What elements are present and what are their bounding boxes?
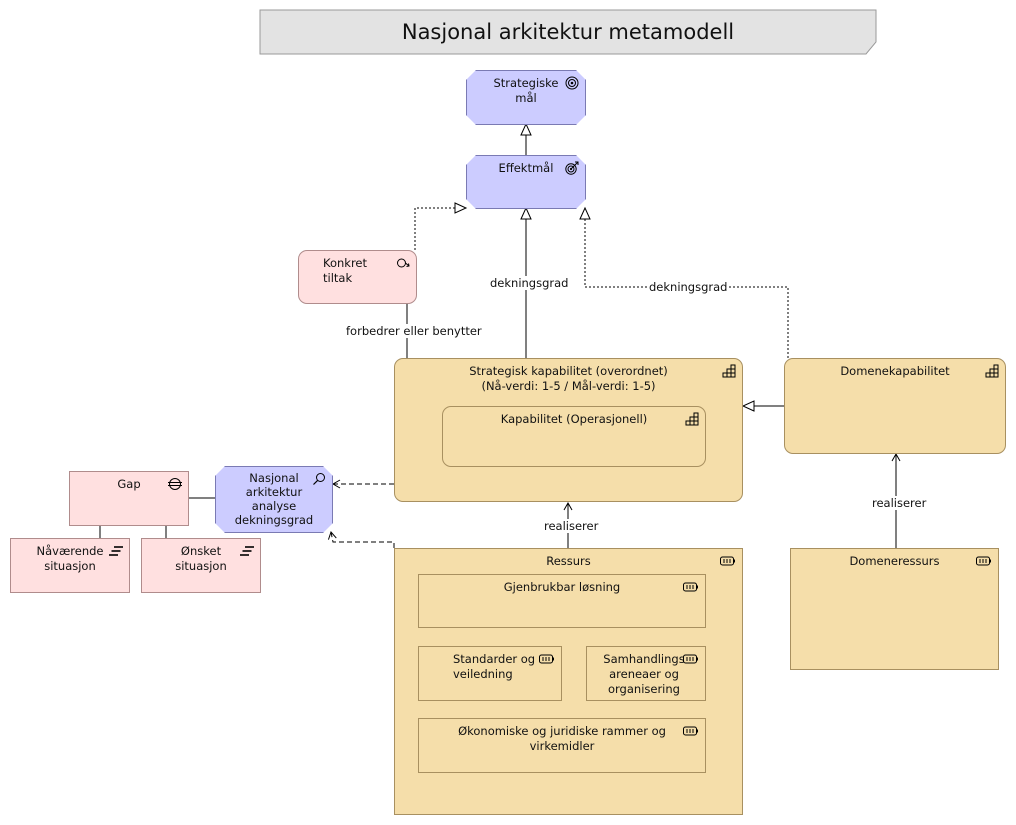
node-domeneressurs[interactable]: Domeneressurs — [790, 548, 999, 670]
course-of-action-icon — [396, 256, 410, 270]
magnifier-icon — [312, 472, 326, 486]
resource-icon — [539, 652, 555, 666]
node-nasjonal-analyse[interactable]: Nasjonal arkitektur analyse dekningsgrad — [215, 466, 333, 533]
node-label: Ønsket situasjon — [175, 544, 227, 573]
capability-icon — [985, 364, 999, 378]
node-label: Domeneressurs — [849, 554, 940, 568]
node-label: Gap — [117, 477, 141, 491]
node-naavaerende-situasjon[interactable]: Nåværende situasjon — [10, 538, 130, 593]
node-label: Nåværende situasjon — [36, 544, 104, 573]
capability-icon — [685, 412, 699, 426]
node-oensket-situasjon[interactable]: Ønsket situasjon — [141, 538, 261, 593]
node-domenekapabilitet[interactable]: Domenekapabilitet — [784, 358, 1006, 454]
resource-icon — [976, 554, 992, 568]
edge-tiltak-to-effekt — [414, 202, 468, 250]
node-label: Samhandlings areneaer og organisering — [603, 652, 685, 696]
page-title: Nasjonal arkitektur metamodell — [401, 20, 735, 44]
target-icon — [565, 76, 579, 90]
node-label: Effektmål — [498, 161, 554, 175]
node-label: Konkret tiltak — [323, 256, 368, 285]
capability-icon — [722, 364, 736, 378]
plateau-icon — [109, 544, 123, 558]
node-label: Økonomiske og juridiske rammer og virkem… — [458, 724, 666, 753]
resource-icon — [720, 554, 736, 568]
node-label: Domenekapabilitet — [840, 364, 950, 378]
resource-icon — [683, 580, 699, 594]
node-label: Ressurs — [546, 554, 591, 568]
node-standarder-veiledning[interactable]: Standarder og veiledning — [418, 646, 562, 701]
edge-ressurs-to-analyse — [327, 531, 395, 548]
node-okonomiske-juridiske[interactable]: Økonomiske og juridiske rammer og virkem… — [418, 718, 706, 773]
edge-label-dekningsgrad: dekningsgrad — [647, 280, 730, 294]
node-label: Strategisk kapabilitet (overordnet) (Nå-… — [469, 364, 668, 393]
node-label: Kapabilitet (Operasjonell) — [500, 412, 648, 426]
node-label: Standarder og veiledning — [453, 652, 536, 681]
node-label: Gjenbrukbar løsning — [503, 580, 621, 594]
plateau-icon — [240, 544, 254, 558]
gap-icon — [168, 477, 182, 491]
node-gjenbrukbar-losning[interactable]: Gjenbrukbar løsning — [418, 574, 706, 628]
edge-label-forbedrer-eller-benytter: forbedrer eller benytter — [344, 324, 484, 338]
resource-icon — [683, 724, 699, 738]
node-label: Strategiske mål — [493, 76, 559, 105]
outcome-target-icon — [565, 161, 579, 175]
node-samhandlings-arenaer[interactable]: Samhandlings areneaer og organisering — [586, 646, 706, 701]
node-konkret-tiltak[interactable]: Konkret tiltak — [298, 250, 417, 304]
edge-label-realiserer: realiserer — [542, 519, 601, 533]
node-effektmaal[interactable]: Effektmål — [466, 155, 586, 209]
node-kapabilitet-operasjonell[interactable]: Kapabilitet (Operasjonell) — [442, 406, 706, 467]
node-label: Nasjonal arkitektur analyse dekningsgrad — [234, 471, 314, 527]
node-gap[interactable]: Gap — [69, 471, 189, 526]
title-banner — [259, 9, 877, 55]
resource-icon — [683, 652, 699, 666]
edge-label-dekningsgrad: dekningsgrad — [488, 276, 571, 290]
edge-label-realiserer: realiserer — [870, 496, 929, 510]
node-strategiske-maal[interactable]: Strategiske mål — [466, 70, 586, 125]
